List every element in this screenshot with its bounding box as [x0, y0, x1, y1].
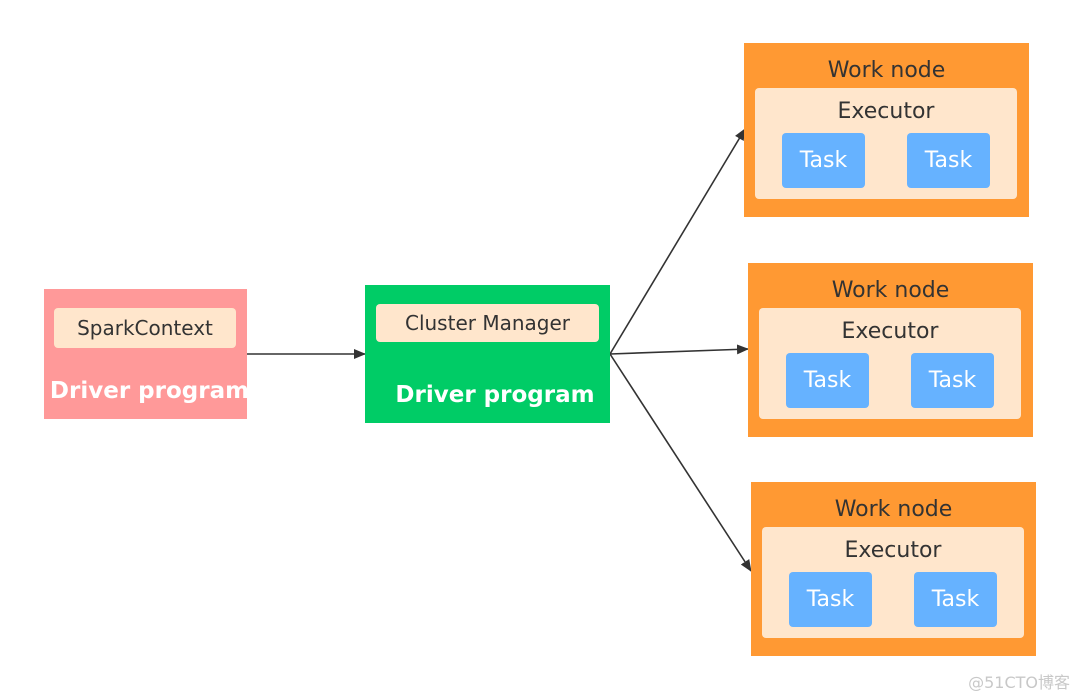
arrow-cluster-to-worknode-3	[609, 353, 752, 572]
task-box: Task	[786, 353, 869, 408]
watermark: @51CTO博客	[968, 673, 1070, 692]
executor-title: Executor	[837, 98, 935, 124]
cluster-manager-label: Cluster Manager	[376, 304, 599, 342]
work-node-1: Work node Executor Task Task	[744, 43, 1029, 217]
cluster-driver-program-label: Driver program	[395, 382, 595, 408]
work-node-3: Work node Executor Task Task	[751, 482, 1036, 656]
task-box: Task	[911, 353, 994, 408]
arrow-cluster-to-worknode-2	[609, 344, 749, 355]
task-box: Task	[782, 133, 865, 188]
task-box: Task	[914, 572, 997, 627]
executor-title: Executor	[841, 318, 939, 344]
task-box: Task	[789, 572, 872, 627]
executor-box: Executor Task Task	[759, 308, 1021, 419]
work-node-title: Work node	[827, 57, 946, 83]
spark-context-label: SparkContext	[54, 308, 236, 348]
driver-program-label: Driver program	[49, 378, 250, 404]
work-node-title: Work node	[834, 496, 953, 522]
work-node-title: Work node	[831, 277, 950, 303]
executor-title: Executor	[844, 537, 942, 563]
executor-box: Executor Task Task	[762, 527, 1024, 638]
task-box: Task	[907, 133, 990, 188]
arrow-cluster-to-worknode-1	[609, 128, 746, 355]
work-node-2: Work node Executor Task Task	[748, 263, 1033, 437]
executor-box: Executor Task Task	[755, 88, 1017, 199]
